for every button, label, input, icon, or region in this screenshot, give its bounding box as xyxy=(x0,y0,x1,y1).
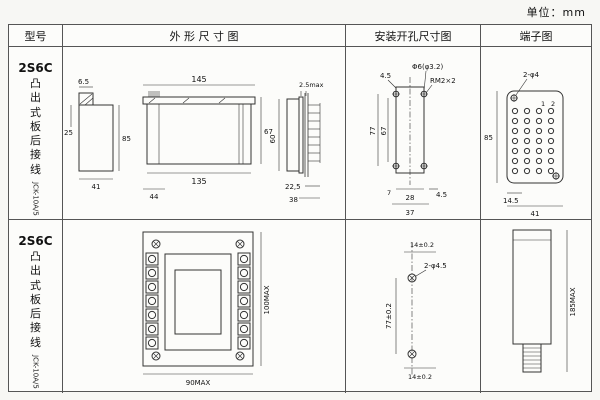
terminal-drawing-row2: 185MAX xyxy=(512,229,577,373)
model-name: 2S6C xyxy=(18,234,53,248)
dim-label: 14±0.2 xyxy=(408,373,432,381)
screw-terminals-left xyxy=(145,252,159,350)
dim-label: 44 xyxy=(150,193,159,201)
cutout-view: 4.5 Φ6(φ3.2) RM2×2 77 67 7 28 37 xyxy=(369,63,456,217)
dim-label: 25 xyxy=(64,129,73,137)
base-front-view: 90MAX 100MAX xyxy=(142,231,271,387)
dim-label: 38 xyxy=(289,196,298,204)
outline-cell-row1: 6.5 25 41 85 xyxy=(63,47,346,220)
front-view: 145 135 67 44 xyxy=(142,75,273,201)
header-terminal: 端子图 xyxy=(481,25,591,47)
model-type: 凸出式板后接线 xyxy=(30,77,41,176)
terminal-view: 2-φ4 1 2 85 14 xyxy=(484,71,564,218)
unit-label: 单位：mm xyxy=(526,6,586,19)
dim-label: 37 xyxy=(406,209,415,217)
side-view: 2.5max 60 22,5 38 xyxy=(269,81,324,204)
dim-label: 14±0.2 xyxy=(410,241,434,249)
dim-label: 85 xyxy=(484,134,493,142)
mounting-drawing-row2: 14±0.2 2-φ4.5 77±0.2 14±0.2 xyxy=(385,241,447,381)
dim-label: 77±0.2 xyxy=(385,303,393,329)
dim-label: 67 xyxy=(380,127,388,136)
mounting-cell-row2: 14±0.2 2-φ4.5 77±0.2 14±0.2 xyxy=(346,220,481,393)
dim-label: 6.5 xyxy=(78,78,89,86)
terminal-cell-row2: 185MAX xyxy=(481,220,591,393)
model-name: 2S6C xyxy=(18,61,53,75)
model-code: JCK-10A/5 xyxy=(31,355,40,389)
dim-label: 100MAX xyxy=(263,285,271,314)
dim-label: 185MAX xyxy=(569,287,577,316)
dim-label: 14.5 xyxy=(503,197,519,205)
outline-cell-row2: 90MAX 100MAX xyxy=(63,220,346,393)
hole-spec-label: Φ6(φ3.2) xyxy=(412,63,443,71)
profile-view: 6.5 25 41 85 xyxy=(64,78,131,191)
dim-label: 85 xyxy=(122,135,131,143)
screw-terminals-right xyxy=(237,252,251,350)
dim-label: 60 xyxy=(269,135,277,144)
terminal-drawing-row1: 2-φ4 1 2 85 14 xyxy=(484,71,564,218)
thread-spec-label: RM2×2 xyxy=(430,77,456,85)
model-cell-row1: 2S6C 凸出式板后接线 JCK-10A/5 xyxy=(9,47,63,220)
pin-number: 1 xyxy=(541,100,545,108)
terminal-pin-grid xyxy=(511,107,555,175)
dim-label: 7 xyxy=(387,189,391,197)
terminal-cell-row1: 2-φ4 1 2 85 14 xyxy=(481,47,591,220)
mounting-cell-row1: 4.5 Φ6(φ3.2) RM2×2 77 67 7 28 37 xyxy=(346,47,481,220)
hole-spec-label: 2-φ4 xyxy=(523,71,540,79)
panel-hole-view: 14±0.2 2-φ4.5 77±0.2 14±0.2 xyxy=(385,241,447,381)
hole-spec-label: 2-φ4.5 xyxy=(424,262,447,270)
dim-label: 22,5 xyxy=(285,183,301,191)
spec-table: 型号 外 形 尺 寸 图 安装开孔尺寸图 端子图 2S6C 凸出式板后接线 JC… xyxy=(8,24,592,393)
dim-label: 90MAX xyxy=(186,379,211,387)
pin-number: 2 xyxy=(551,100,555,108)
dim-label: 135 xyxy=(191,177,206,186)
header-mounting: 安装开孔尺寸图 xyxy=(346,25,481,47)
dim-label: 4.5 xyxy=(380,72,391,80)
dim-label: 2.5max xyxy=(299,81,324,89)
dim-label: 145 xyxy=(191,75,206,84)
dim-label: 41 xyxy=(92,183,101,191)
relay-side-view: 185MAX xyxy=(512,229,577,373)
model-code: JCK-10A/5 xyxy=(31,182,40,216)
dim-label: 67 xyxy=(264,128,273,136)
dim-label: 41 xyxy=(531,210,540,218)
dim-label: 28 xyxy=(406,194,415,202)
dim-label: 77 xyxy=(369,127,377,136)
model-type: 凸出式板后接线 xyxy=(30,250,41,349)
mounting-drawing-row1: 4.5 Φ6(φ3.2) RM2×2 77 67 7 28 37 xyxy=(369,63,456,217)
model-cell-row2: 2S6C 凸出式板后接线 JCK-10A/5 xyxy=(9,220,63,393)
dim-label: 4.5 xyxy=(436,191,447,199)
outline-drawing-row1: 6.5 25 41 85 xyxy=(64,75,324,204)
header-outline: 外 形 尺 寸 图 xyxy=(63,25,346,47)
outline-drawing-row2: 90MAX 100MAX xyxy=(142,231,271,387)
header-model: 型号 xyxy=(9,25,63,47)
